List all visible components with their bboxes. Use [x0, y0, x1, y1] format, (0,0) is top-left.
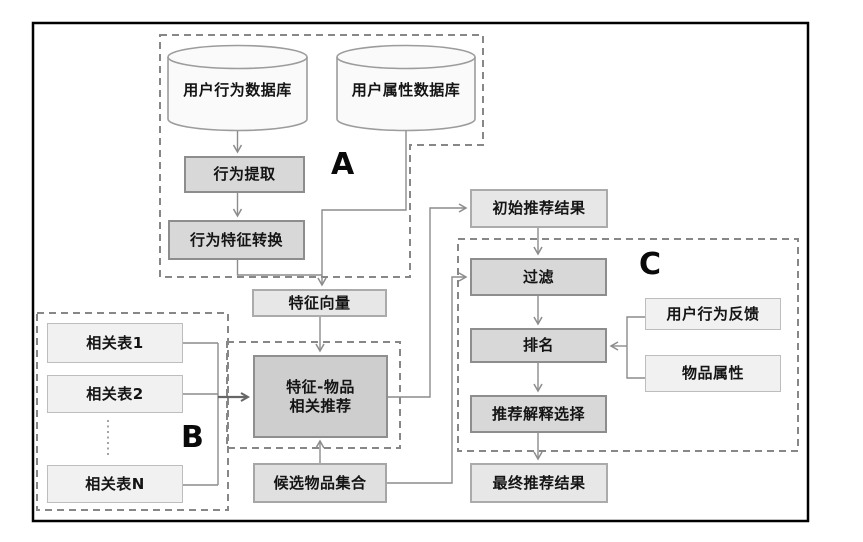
region-label-c: C [639, 247, 662, 282]
node-related-table-2: 相关表2 [47, 375, 183, 413]
region-label-b: B [181, 420, 204, 455]
node-filter: 过滤 [470, 258, 607, 296]
connector-lines [107, 131, 645, 486]
node-related-table-n: 相关表N [47, 465, 183, 503]
region-label-a: A [331, 147, 355, 182]
connector-feedback-attr-bracket [626, 316, 645, 379]
node-feature-vector: 特征向量 [252, 289, 387, 317]
node-recommendation-explanation-selection: 推荐解释选择 [470, 395, 607, 433]
region-a-border [159, 34, 484, 278]
cylinder-user-behavior-db-shape [167, 44, 308, 132]
node-feature-item-recommendation: 特征-物品 相关推荐 [253, 355, 388, 438]
connector-attrdb-featurevector [317, 131, 407, 287]
feature-item-label-line2: 相关推荐 [289, 396, 352, 415]
node-related-table-1: 相关表1 [47, 323, 183, 363]
connector-transform-merge [236, 260, 322, 276]
connector-candidate-filter [387, 272, 468, 484]
node-initial-recommendation-result: 初始推荐结果 [470, 189, 608, 228]
node-item-attributes: 物品属性 [645, 355, 781, 392]
node-user-attribute-db: 用户属性数据库 [351, 80, 461, 99]
feature-item-label-line1: 特征-物品 [286, 377, 355, 396]
node-final-recommendation-result: 最终推荐结果 [470, 463, 608, 503]
node-user-behavior-db: 用户行为数据库 [183, 80, 292, 99]
node-behavior-feature-transform: 行为特征转换 [168, 220, 305, 260]
connector-featureitem-initial [388, 203, 468, 398]
node-candidate-item-set: 候选物品集合 [253, 463, 387, 503]
region-c-border [457, 238, 799, 452]
node-ranking: 排名 [470, 328, 607, 363]
cylinder-user-attribute-db-shape [336, 44, 476, 132]
feature-item-dashed-border [226, 341, 401, 449]
node-user-behavior-feedback: 用户行为反馈 [645, 298, 781, 330]
region-b-border [36, 312, 229, 511]
outer-frame [31, 21, 810, 523]
node-behavior-extraction: 行为提取 [184, 156, 305, 193]
